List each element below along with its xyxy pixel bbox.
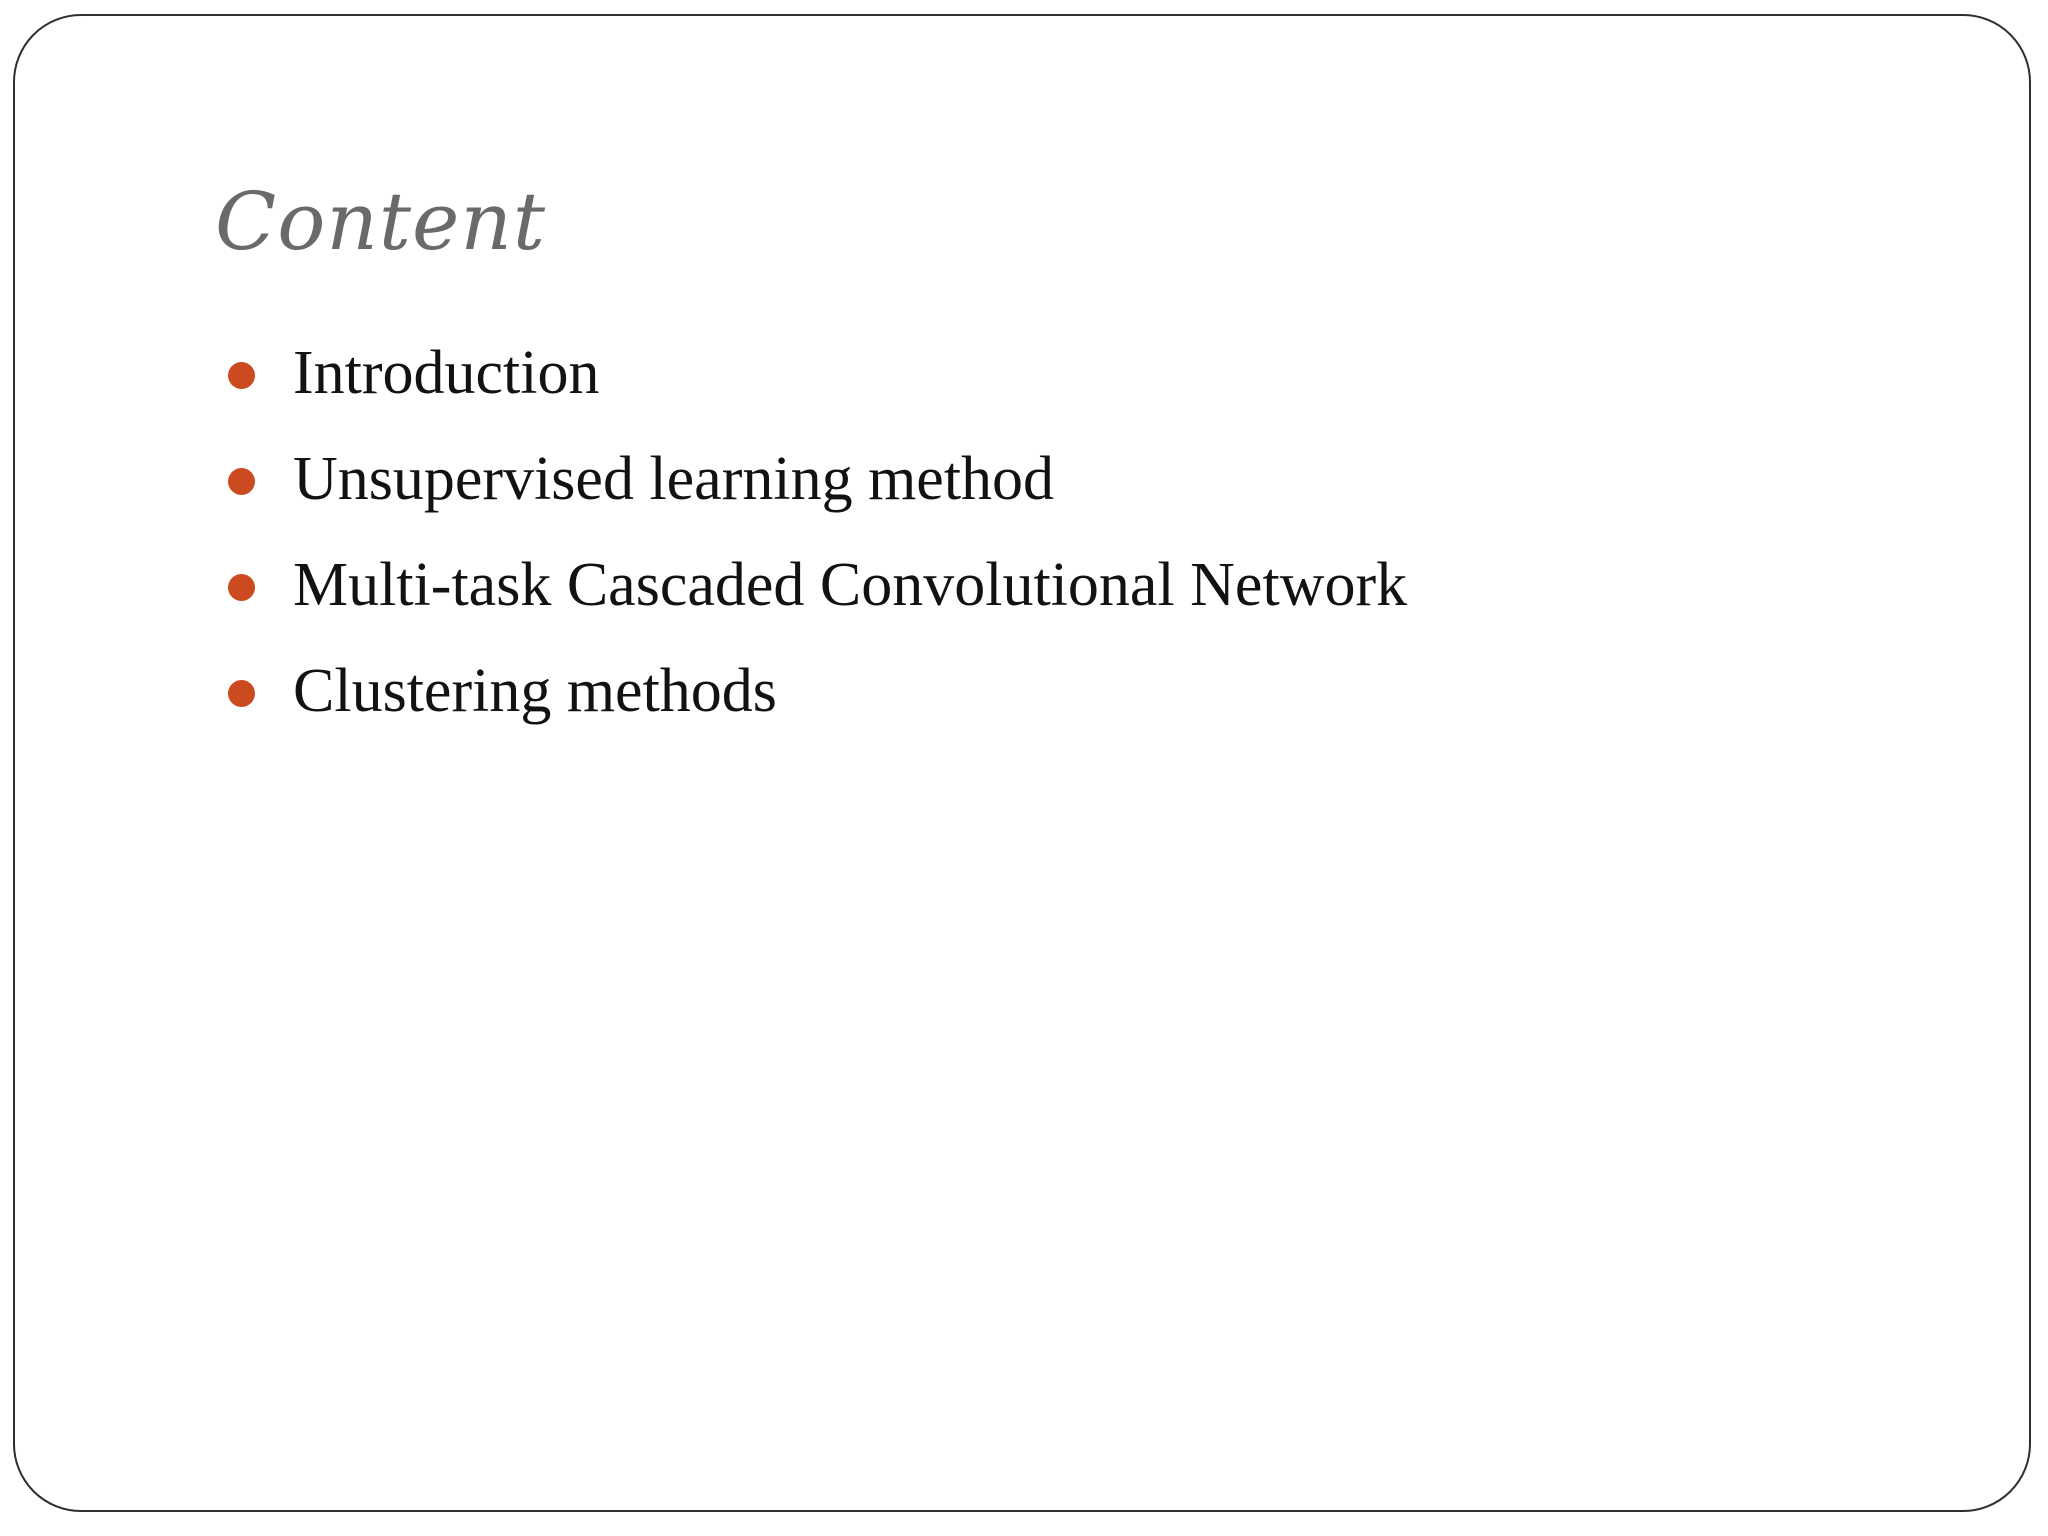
bullet-item: Clustering methods bbox=[228, 638, 1407, 744]
bullet-list: Introduction Unsupervised learning metho… bbox=[228, 320, 1407, 744]
bullet-dot-icon bbox=[228, 573, 255, 601]
bullet-dot-icon bbox=[228, 467, 255, 495]
bullet-dot-icon bbox=[228, 361, 255, 389]
slide-border-frame bbox=[13, 14, 2031, 1512]
bullet-text: Introduction bbox=[293, 339, 600, 407]
bullet-text: Unsupervised learning method bbox=[293, 445, 1055, 513]
bullet-text: Multi-task Cascaded Convolutional Networ… bbox=[293, 551, 1408, 619]
bullet-item: Multi-task Cascaded Convolutional Networ… bbox=[228, 532, 1407, 638]
slide-title: Content bbox=[215, 175, 547, 268]
bullet-dot-icon bbox=[228, 679, 255, 707]
bullet-text: Clustering methods bbox=[293, 657, 777, 725]
bullet-item: Introduction bbox=[228, 320, 1407, 426]
bullet-item: Unsupervised learning method bbox=[228, 426, 1407, 532]
